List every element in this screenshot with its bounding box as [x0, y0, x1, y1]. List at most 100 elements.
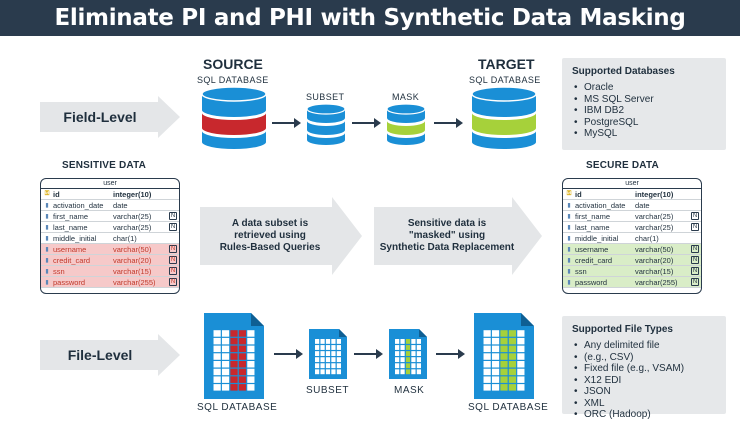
subset-file-icon [309, 329, 347, 379]
target-file-icon [474, 313, 534, 399]
field-name: first_name [575, 211, 611, 221]
list-item: MS SQL Server [572, 94, 716, 106]
field-icon: ▮ [567, 257, 571, 264]
source-file-icon [204, 313, 264, 399]
field-type: varchar(20) [635, 255, 674, 265]
field-type: varchar(25) [635, 211, 674, 221]
field-name: password [53, 277, 86, 287]
field-icon: ▮ [567, 224, 571, 231]
field-icon: ▮ [567, 268, 571, 275]
field-type: varchar(25) [113, 222, 152, 232]
table-name: user [41, 179, 179, 189]
field-icon: ▮ [45, 213, 49, 220]
supported-databases-panel: Supported Databases Oracle MS SQL Server… [562, 58, 726, 150]
field-type: date [113, 200, 128, 210]
field-name: ssn [53, 266, 65, 276]
table-row: ▮ credit_card varchar(20) N [563, 255, 701, 266]
field-type: varchar(25) [635, 222, 674, 232]
arrow-file-subset-to-mask [354, 349, 383, 359]
field-icon: ▮ [45, 279, 49, 286]
field-icon: ▮ [45, 268, 49, 275]
title-banner: Eliminate PI and PHI with Synthetic Data… [0, 0, 740, 36]
list-item: Any delimited file [572, 340, 716, 352]
subset-desc-line2: retrieved using [234, 230, 306, 241]
supported-file-types-panel: Supported File Types Any delimited file … [562, 316, 726, 420]
mask-description-arrow: Sensitive data is "masked" using Synthet… [374, 197, 542, 275]
field-type: varchar(50) [113, 244, 152, 254]
list-item: IBM DB2 [572, 105, 716, 117]
supported-file-types-heading: Supported File Types [572, 324, 673, 335]
nullable-badge: N [169, 212, 177, 220]
field-type: char(1) [635, 233, 659, 243]
field-name: last_name [53, 222, 88, 232]
table-row: ⚿id integer(10) [563, 189, 701, 200]
field-icon: ▮ [45, 224, 49, 231]
source-database-icon [201, 86, 267, 149]
list-item-continuation: (e.g., CSV) [584, 351, 634, 363]
nullable-badge: N [691, 278, 699, 286]
nullable-badge: N [691, 212, 699, 220]
file-level-text: File-Level [67, 347, 133, 363]
nullable-badge: N [691, 256, 699, 264]
nullable-badge: N [169, 245, 177, 253]
subset-label-bottom: SUBSET [306, 385, 350, 396]
field-icon: ▮ [567, 279, 571, 286]
subset-description-arrow: A data subset is retrieved using Rules-B… [200, 197, 362, 275]
field-name: activation_date [53, 200, 104, 210]
field-name: middle_initial [53, 233, 97, 243]
mask-label-bottom: MASK [394, 385, 425, 396]
supported-file-types-list: Any delimited file (e.g., CSV) Fixed fil… [572, 340, 716, 421]
field-icon: ▮ [45, 235, 49, 242]
nullable-badge: N [169, 278, 177, 286]
nullable-badge: N [169, 256, 177, 264]
field-type: varchar(20) [113, 255, 152, 265]
file-level-arrow: File-Level [40, 334, 180, 376]
arrow-file-mask-to-target [436, 349, 465, 359]
list-item: X12 EDI [572, 375, 716, 387]
field-name: username [53, 244, 87, 254]
field-name: password [575, 277, 608, 287]
list-item: Oracle [572, 82, 716, 94]
list-item: Fixed file (e.g., VSAM) [572, 363, 716, 375]
field-level-text: Field-Level [63, 109, 137, 125]
field-name: username [575, 244, 609, 254]
source-label: SOURCE [203, 56, 263, 72]
mask-desc-line3: Synthetic Data Replacement [379, 242, 515, 253]
list-item: PostgreSQL [572, 117, 716, 129]
arrow-mask-to-target [434, 118, 463, 128]
field-name: middle_initial [575, 233, 619, 243]
source-db-label: SQL DATABASE [197, 75, 269, 85]
mask-desc-line2: "masked" using [408, 230, 486, 241]
field-icon: ▮ [45, 202, 49, 209]
field-icon: ▮ [567, 213, 571, 220]
field-name: credit_card [575, 255, 613, 265]
list-item: MySQL [572, 128, 716, 140]
field-icon: ▮ [567, 246, 571, 253]
supported-databases-list: Oracle MS SQL Server IBM DB2 PostgreSQL … [572, 82, 716, 140]
field-type: integer(10) [635, 189, 674, 199]
sensitive-data-heading: SENSITIVE DATA [62, 160, 147, 171]
field-type: date [635, 200, 650, 210]
field-icon: ▮ [567, 235, 571, 242]
field-type: integer(10) [113, 189, 152, 199]
subset-label-top: SUBSET [306, 92, 345, 102]
field-icon: ▮ [567, 202, 571, 209]
field-type: varchar(15) [113, 266, 152, 276]
list-item: ORC (Hadoop) [572, 409, 716, 421]
field-name: ssn [575, 266, 587, 276]
mask-file-icon [389, 329, 427, 379]
key-icon: ⚿ [566, 190, 572, 197]
field-name: id [575, 189, 582, 199]
target-db-label: SQL DATABASE [469, 75, 541, 85]
